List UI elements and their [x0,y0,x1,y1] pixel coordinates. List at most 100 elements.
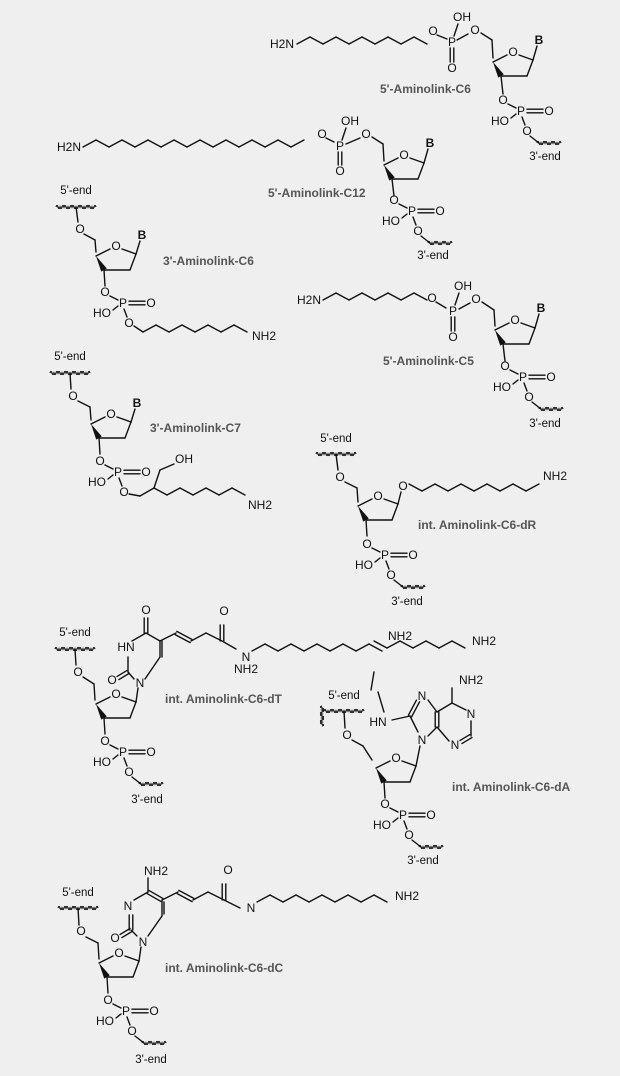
p-oxo-oxygen: O [335,164,344,178]
c2-oxygen: O [110,931,119,945]
p-bond [458,302,471,310]
c5-bond [371,136,384,145]
p-bond [523,382,528,392]
o3-oxygen: O [100,734,109,748]
ring-bond [391,503,399,521]
o3-bond [106,976,109,994]
p-ester-oxygen: O [124,765,133,779]
chain-bond [186,139,201,148]
chain-bond [348,292,363,301]
chain-bond [329,643,344,652]
chain-bond [159,463,175,471]
phosphorus: P [448,35,456,49]
chain-bond [373,894,388,903]
chain-bond [447,483,462,492]
chain-bond [212,139,227,148]
side-bond [223,899,241,909]
chain-bond [251,643,266,652]
five-prime-end: 5'-end [59,627,91,639]
base-bond [135,240,141,255]
p-oxo-oxygen: O [435,204,444,218]
ring-bond [129,701,137,719]
ring-bond [401,760,417,767]
chain-bond [251,139,266,148]
wedge-bond [384,165,395,181]
base-bond [415,745,421,767]
hydroxyl-group: OH [175,452,193,466]
linker-oxygen: O [427,291,436,305]
chain-bond [290,139,305,148]
p-ester-oxygen: O [404,828,413,842]
o5-oxygen: O [470,23,479,37]
ring-bond [145,632,161,642]
wedge-bond [376,768,387,784]
chain-bond [233,324,248,333]
c5-bond [97,942,100,960]
chain-bond [348,36,363,45]
p-ester-oxygen: O [124,316,133,330]
wedge-bond [96,704,107,720]
ring-bond [417,162,425,180]
ring-bond [375,760,391,769]
o3-bond [103,717,106,735]
p-hydroxyl: HO [93,306,111,320]
ring-bond [132,960,140,978]
n1-atom: N [136,676,145,690]
amine-group: NH2 [252,329,276,343]
ring-bond [494,322,510,331]
wedge-bond [358,506,369,522]
c5-bond [82,676,95,685]
five-prime-end: 5'-end [54,351,86,363]
phosphorus: P [517,104,525,118]
base-bond [130,408,136,423]
p-oxo-oxygen: O [146,745,155,759]
p-bond [112,305,119,311]
ring-bond [409,715,419,733]
chain-bond [133,325,144,333]
p-ester-oxygen: O [386,568,395,582]
wedge-bond [96,256,107,272]
amine-group: H2N [270,37,294,51]
p-bond [123,757,128,767]
linker-oxygen: O [317,127,326,141]
chain-bond [194,324,209,333]
chain-bond [303,643,318,652]
p-hydroxyl: HO [382,214,400,228]
p-oxo-oxygen: O [426,808,435,822]
p-bond [112,754,119,760]
chain-bond [282,894,297,903]
side-bond [205,632,223,642]
ring-oxygen: O [106,407,115,421]
ring-oxygen: O [391,751,400,765]
chain-bond [220,324,235,333]
c5-bond [93,683,96,701]
chain-bond [334,894,349,903]
ring-bond [144,656,161,680]
chain-bond [343,710,346,729]
o5-oxygen: O [335,470,344,484]
ring-bond [427,699,438,713]
chain-bond [408,483,423,492]
n3-atom: N [451,738,460,752]
ring-bond [357,498,373,507]
base-B: B [537,301,546,315]
side-bond [192,891,209,901]
caption-3-aminolink-c6: 3'-Aminolink-C6 [163,254,254,268]
chain-bond [374,36,389,45]
amine-group: H2N [297,293,321,307]
o3-bond [365,519,368,537]
ring-bond [518,54,534,61]
amine-group: NH2 [395,889,419,903]
o3-bond [500,75,504,95]
n7-atom: N [418,689,427,703]
chain-bond [421,483,436,492]
amine-group: NH2 [388,629,412,643]
ring-bond [451,702,467,711]
ring-bond [133,891,149,901]
five-prime-end: 5'-end [60,185,92,197]
c4-amine: NH2 [144,864,168,878]
chain-bond [277,643,292,652]
amide-h: NH2 [234,662,258,676]
three-prime-end: 3'-end [131,794,163,806]
